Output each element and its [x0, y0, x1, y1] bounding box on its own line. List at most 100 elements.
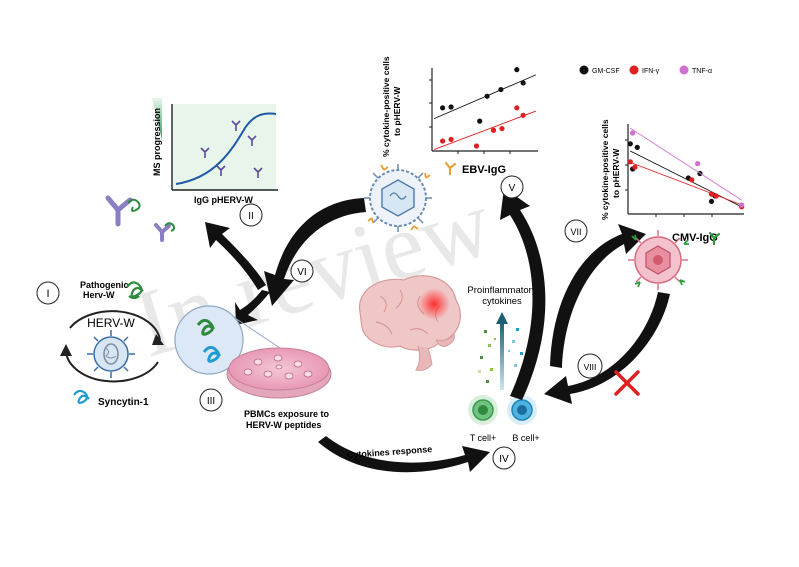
- legend-label-ifn-g: IFN-γ: [642, 68, 660, 75]
- ebv-point-1-0: [440, 138, 446, 144]
- cytokines-response-arrow: [318, 436, 490, 473]
- block-x-icon: [614, 370, 640, 396]
- cmv-point-0-1: [634, 144, 640, 150]
- roman-vii-circle: [564, 219, 588, 243]
- pathogenic-label-2: Herv-W: [83, 290, 115, 300]
- cmv-virus-icon: [628, 230, 689, 290]
- pbmcs-caption-2: HERV-W peptides: [246, 420, 321, 430]
- cmv-trendline-1: [630, 161, 742, 206]
- cmv-point-1-0: [627, 159, 633, 165]
- roman-viii-circle: [577, 353, 603, 379]
- ebv-point-0-3: [484, 93, 490, 99]
- legend: GM-CSF IFN-γ TNF-α: [579, 65, 712, 75]
- antibody-icons: [200, 120, 263, 178]
- roman-i-circle: [36, 281, 60, 305]
- pbmc-cells: [243, 354, 313, 380]
- roman-ii: II: [248, 211, 254, 222]
- roman-viii: VIII: [584, 362, 597, 372]
- zoom-bubble: [174, 305, 244, 375]
- ms-gradient-triangle: [152, 98, 162, 140]
- roman-v-circle: [500, 175, 524, 199]
- syncytin-peptide-icon: [202, 345, 222, 363]
- ebv-point-0-1: [448, 104, 454, 110]
- syncytin-label: Syncytin-1: [98, 397, 149, 408]
- herv-w-cycle-label: HERV-W: [87, 316, 135, 330]
- ebv-igg-label: EBV-IgG: [462, 164, 506, 176]
- ms-sigmoid-curve: [175, 112, 277, 185]
- ms-chart-xlabel: IgG pHERV-W: [194, 195, 253, 205]
- ms-progression-ylabel: MS progression: [152, 108, 162, 176]
- ebv-point-1-3: [490, 127, 497, 133]
- antibody-herv-icon: [105, 195, 141, 227]
- proinflammatory-title-2: cytokines: [482, 296, 522, 307]
- legend-label-tnf-a: TNF-α: [692, 68, 712, 75]
- syncytin-icon: [73, 389, 90, 404]
- brain-icon: [359, 275, 461, 371]
- forked-arrow-to-ii: [205, 222, 266, 290]
- legend-swatch-gm-csf: [579, 65, 589, 75]
- t-cell-label: T cell+: [470, 433, 497, 443]
- cycle-arrowhead-bottom: [60, 344, 72, 356]
- roman-iii: III: [207, 396, 215, 407]
- cmv-point-0-0: [627, 141, 633, 147]
- legend-swatch-tnf-a: [679, 65, 689, 75]
- ebv-y-ticks: [429, 79, 432, 128]
- roman-i: I: [46, 288, 49, 300]
- t-cell-icon: [468, 395, 498, 425]
- cytokines-response-label: Cytokines response: [346, 444, 432, 460]
- roman-iv: IV: [499, 454, 509, 465]
- cycle-arrowhead-top: [152, 334, 164, 345]
- cmv-point-1-3: [708, 191, 715, 197]
- cycle-arrow-top: [69, 310, 161, 341]
- cmv-point-1-4: [713, 193, 719, 199]
- legend-label-gm-csf: GM-CSF: [592, 68, 620, 75]
- cytokine-arrow-shaft: [500, 322, 504, 390]
- cytokine-arrowhead: [496, 312, 508, 324]
- cmv-point-2-0: [630, 130, 636, 136]
- ebv-virus-icon: [364, 164, 432, 232]
- cmv-point-2-2: [739, 202, 745, 208]
- proinflammatory-cytokines-group: Proinflammatory cytokines T cell+ B cell…: [467, 285, 539, 443]
- ebv-trendline-1: [433, 110, 537, 151]
- step-i-group: I Pathogenic Herv-W HERV-W: [36, 280, 164, 408]
- cmv-ylabel-1: % cytokine-positive cells: [600, 119, 610, 220]
- legend-swatch-ifn-g: [629, 65, 639, 75]
- cmv-x-ticks: [655, 214, 713, 217]
- herv-virus-icon: [87, 330, 135, 378]
- cmv-point-1-2: [689, 177, 695, 183]
- b-cell-label: B cell+: [512, 433, 539, 443]
- ebv-point-0-5: [514, 67, 520, 73]
- antibody-herv-icon-small: [154, 222, 176, 242]
- roman-vii: VII: [570, 227, 581, 237]
- arrow-viii: [544, 292, 670, 404]
- arrow-vi: [264, 198, 366, 306]
- cmv-trendline-2: [630, 127, 742, 201]
- cmv-chart: % cytokine-positive cells to pHERV-W CMV…: [600, 119, 745, 246]
- cmv-antibody-icon: [708, 231, 721, 246]
- cmv-ylabel-2: to pHERV-W: [611, 148, 621, 198]
- arrow-v: [500, 188, 546, 400]
- roman-vi-circle: [290, 259, 314, 283]
- cmv-point-1-1: [632, 164, 638, 170]
- cmv-point-2-1: [695, 161, 701, 167]
- cycle-arrow-bottom: [65, 351, 159, 383]
- roman-ii-circle: [239, 203, 263, 227]
- ebv-ylabel-2: to pHERV-W: [392, 86, 402, 136]
- roman-iii-circle: [199, 388, 223, 412]
- ebv-point-0-4: [498, 86, 504, 93]
- step-ii-group: MS progression IgG pHERV-W II: [105, 98, 278, 242]
- ebv-x-ticks: [457, 151, 511, 154]
- ebv-point-1-5: [514, 105, 520, 111]
- ebv-antibody-icon: [444, 161, 457, 176]
- herv-peptide-icon: [196, 318, 216, 336]
- pathogenic-label-1: Pathogenic: [80, 280, 129, 290]
- ebv-point-0-0: [440, 105, 446, 111]
- pathogenic-herv-icon: [126, 281, 144, 300]
- ebv-point-1-6: [520, 112, 526, 118]
- roman-iv-circle: [492, 446, 516, 470]
- ebv-point-0-2: [477, 118, 483, 124]
- step-iii-group: III PBMCs exposure to HERV-W peptides: [174, 222, 332, 430]
- ebv-chart: % cytokine-positive cells to pHERV-W EBV…: [381, 56, 538, 176]
- roman-vi: VI: [297, 267, 306, 278]
- ebv-ylabel-1: % cytokine-positive cells: [381, 56, 391, 157]
